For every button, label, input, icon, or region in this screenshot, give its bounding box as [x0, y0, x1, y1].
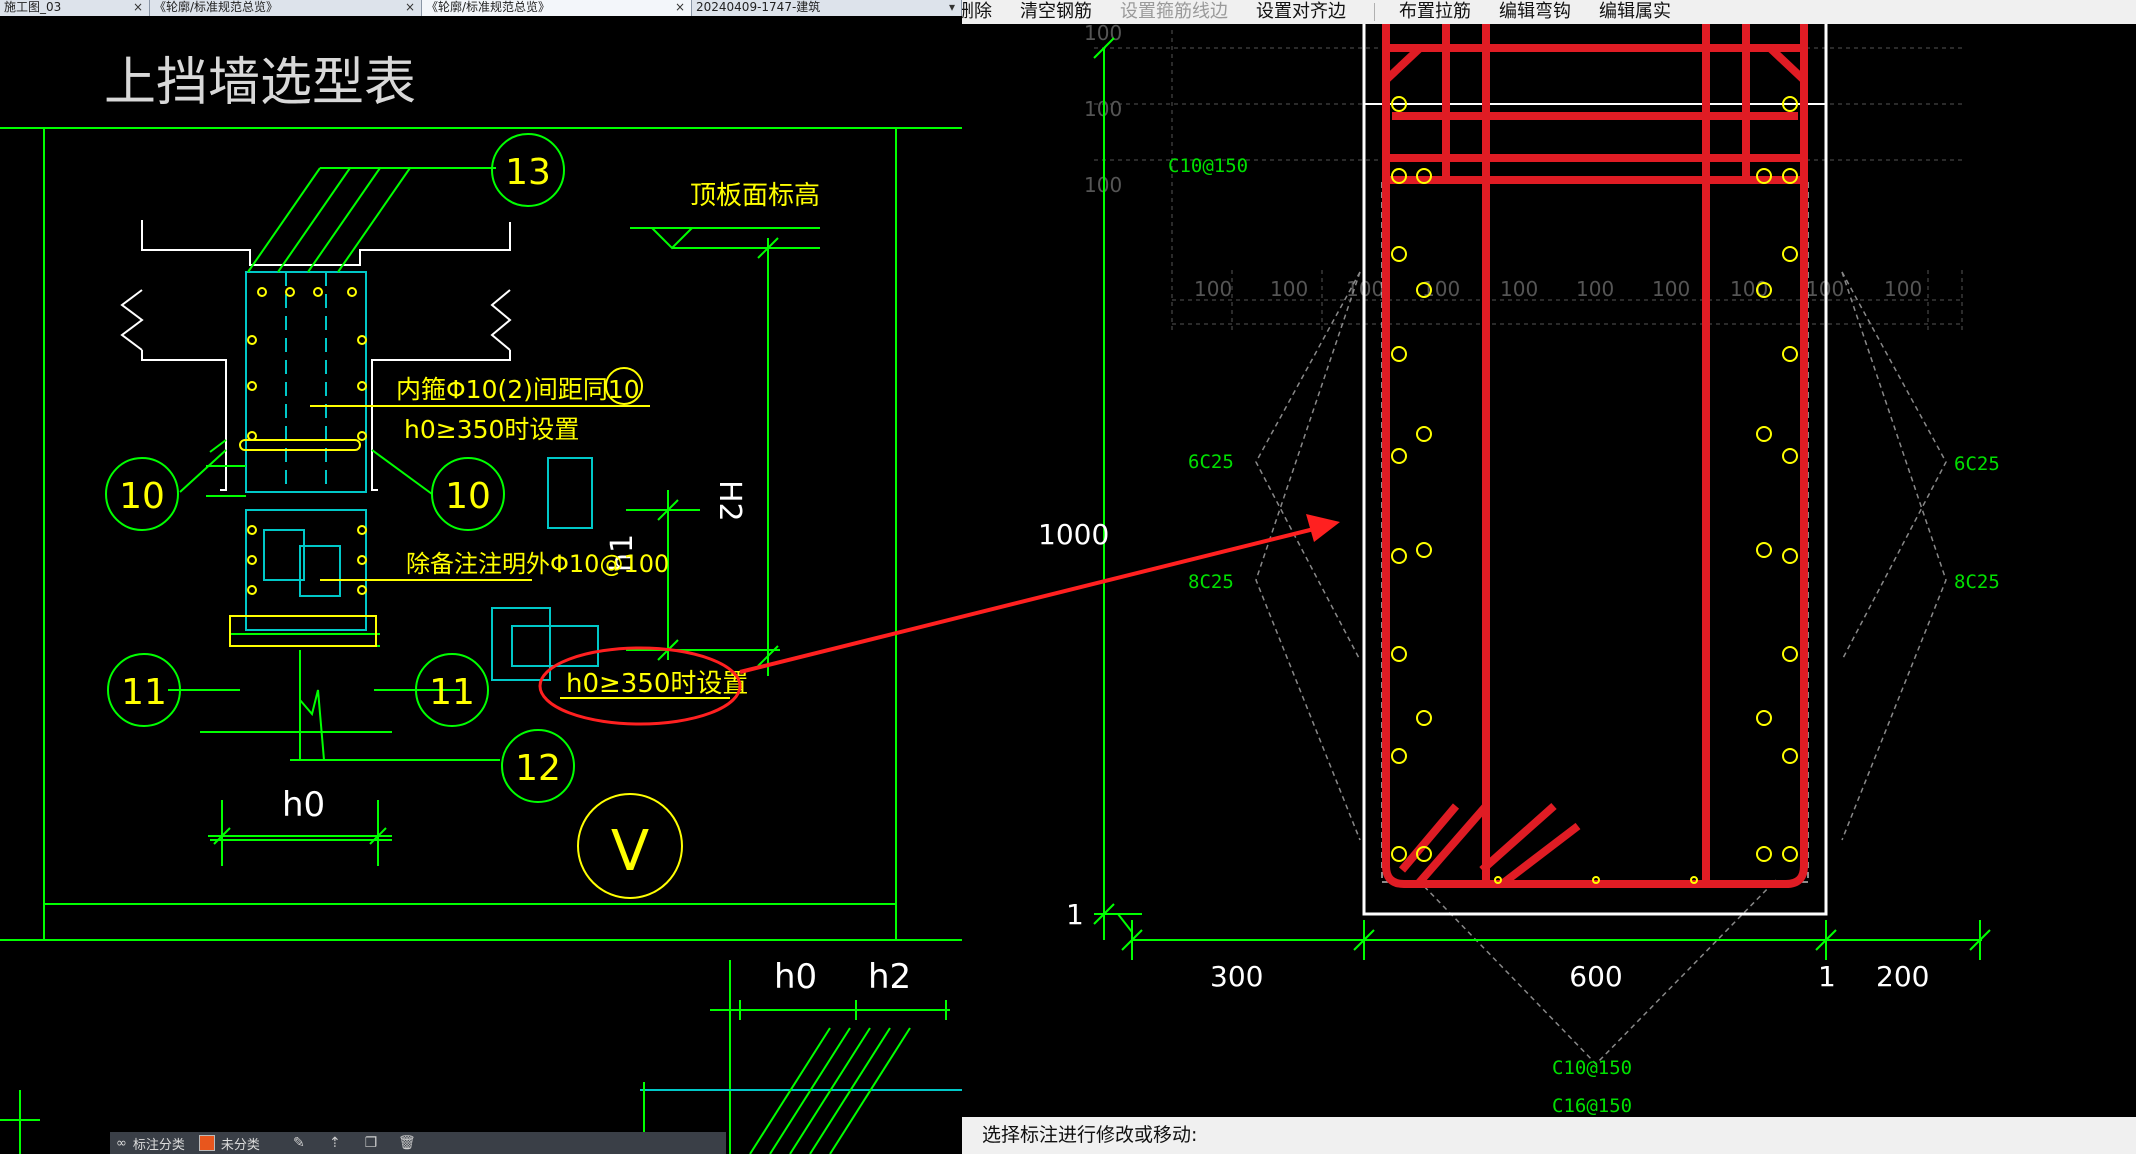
bottom-stirrup-label-1: C10@150: [1552, 1057, 1632, 1079]
lower-detail: [0, 960, 962, 1154]
callout-bubbles: 13 10 10 11 11 12 V: [105, 133, 683, 899]
top-level-label: 顶板面标高: [690, 181, 820, 211]
dim-h0-label: h0: [282, 785, 325, 825]
top-stirrup-label: C10@150: [1168, 155, 1248, 177]
section-outline: [1362, 24, 1828, 916]
grid-label-left: 100: [1084, 24, 1122, 45]
command-prompt-bar: 选择标注进行修改或移动:: [962, 1117, 2136, 1154]
longitudinal-bars: [1391, 96, 1798, 884]
edit-hook-button[interactable]: 编辑弯钩: [1499, 1, 1571, 22]
tab-label: 《轮廓/标准规范总览》: [426, 0, 551, 14]
callout-11-left: 11: [121, 672, 167, 713]
pen-icon[interactable]: ✎: [293, 1135, 305, 1151]
place-tie-button[interactable]: 布置拉筋: [1399, 1, 1471, 22]
grid-label-top: 100: [1576, 277, 1614, 301]
drawing-title: 上挡墙选型表: [104, 53, 416, 113]
dim-h0-lower: h0: [774, 957, 817, 997]
inner-stirrup-note: 内箍Φ10(2)间距同10: [396, 375, 640, 404]
document-tab-active[interactable]: 《轮廓/标准规范总览》 ×: [422, 0, 692, 16]
section-canvas[interactable]: 100 100 100 100 100 100 100 100 100 100 …: [962, 24, 2136, 1117]
dim-width-label: 600: [1569, 960, 1622, 993]
callout-11-right: 11: [429, 672, 475, 713]
left-cad-window: 施工图_03 × 《轮廓/标准规范总览》 × 《轮廓/标准规范总览》 × 202…: [0, 0, 962, 1154]
annotation-status-bar: ∞标注分类 未分类 ✎ ⇡ ❐ 🗑: [110, 1132, 726, 1154]
delete-button[interactable]: 删除: [962, 1, 992, 22]
dim-left-label: 300: [1210, 960, 1263, 993]
edit-property-button[interactable]: 编辑属实: [1599, 1, 1671, 22]
left-inner-bar-label: 8C25: [1188, 571, 1234, 593]
trash-icon[interactable]: 🗑: [397, 1135, 416, 1151]
right-outer-bar-label: 6C25: [1954, 453, 2000, 475]
tab-label: 《轮廓/标准规范总览》: [154, 0, 279, 14]
document-tab[interactable]: 《轮廓/标准规范总览》 ×: [150, 0, 422, 16]
tab-label: 20240409-1747-建筑: [696, 0, 821, 14]
section-editor-window: 删除 清空钢筋 设置箍筋线边 设置对齐边 布置拉筋 编辑弯钩 编辑属实 100 …: [962, 0, 2136, 1154]
upload-icon[interactable]: ⇡: [329, 1135, 341, 1151]
close-icon[interactable]: ×: [132, 0, 143, 14]
document-tab-bar: 施工图_03 × 《轮廓/标准规范总览》 × 《轮廓/标准规范总览》 × 202…: [0, 0, 962, 16]
class-dropdown[interactable]: 未分类: [198, 1134, 260, 1153]
rebar-cage: [1382, 24, 1808, 888]
layers-icon: ∞: [116, 1135, 127, 1151]
dim-h1-label: h1: [605, 534, 640, 572]
close-icon[interactable]: ×: [674, 0, 685, 14]
document-tab[interactable]: 施工图_03 ×: [0, 0, 150, 16]
callout-10-right: 10: [445, 476, 491, 517]
highlight-ellipse: [538, 646, 742, 726]
stirrup-default-note: 除备注注明外Φ10@100: [406, 550, 669, 578]
grid-label-top: 100: [1884, 277, 1922, 301]
callout-13: 13: [505, 152, 551, 193]
bottom-stirrup-label-2: C16@150: [1552, 1095, 1632, 1117]
dim-h2-lower: h2: [868, 957, 911, 997]
callout-10-left: 10: [119, 476, 165, 517]
color-swatch-icon: [198, 1135, 215, 1151]
grid-label-top: 100: [1422, 277, 1460, 301]
clear-rebar-button[interactable]: 清空钢筋: [1020, 1, 1092, 22]
callout-12: 12: [515, 748, 561, 789]
right-inner-bar-label: 8C25: [1954, 571, 2000, 593]
rebar-labels: C10@150 6C25 8C25 6C25 8C25 C10@150 C16@…: [1168, 155, 2000, 1117]
rebar-toolbar: 删除 清空钢筋 设置箍筋线边 设置对齐边 布置拉筋 编辑弯钩 编辑属实: [962, 0, 2136, 24]
grid-label-top: 100: [1652, 277, 1690, 301]
wall-concrete-body: [245, 271, 650, 681]
dimension-lines: [1093, 37, 1991, 960]
chevron-down-icon[interactable]: ▾: [948, 0, 955, 14]
document-tab[interactable]: 20240409-1747-建筑 ▾: [692, 0, 962, 16]
dim-right-origin-label: 1: [1818, 960, 1836, 993]
dim-height-label: 1000: [1038, 518, 1109, 551]
copy-icon[interactable]: ❐: [364, 1135, 378, 1151]
dimension-lines: [208, 237, 780, 845]
grid-label-top: 100: [1500, 277, 1538, 301]
h0-note-1: h0≥350时设置: [404, 415, 579, 444]
cad-drawing-canvas[interactable]: 上挡墙选型表: [0, 16, 962, 1154]
h0-note-2: h0≥350时设置: [566, 669, 748, 699]
beam-section-outline: [120, 220, 512, 491]
dim-H2-label: H2: [712, 480, 747, 522]
set-stirrup-edge-button[interactable]: 设置箍筋线边: [1120, 1, 1228, 22]
toolbar-separator: [1374, 3, 1375, 21]
command-prompt: 选择标注进行修改或移动:: [982, 1124, 1198, 1146]
annotation-class-item[interactable]: ∞标注分类: [116, 1135, 185, 1153]
grid-label-top: 100: [1270, 277, 1308, 301]
tab-label: 施工图_03: [4, 0, 62, 14]
rebar-dots: [229, 287, 643, 647]
set-align-edge-button[interactable]: 设置对齐边: [1256, 1, 1346, 22]
close-icon[interactable]: ×: [404, 0, 415, 14]
dim-right-label: 200: [1876, 960, 1929, 993]
left-outer-bar-label: 6C25: [1188, 451, 1234, 473]
grid-label-top: 100: [1194, 277, 1232, 301]
dim-origin-label: 1: [1066, 898, 1084, 931]
level-marker: 顶板面标高: [630, 181, 820, 250]
callout-section-v: V: [611, 819, 649, 884]
